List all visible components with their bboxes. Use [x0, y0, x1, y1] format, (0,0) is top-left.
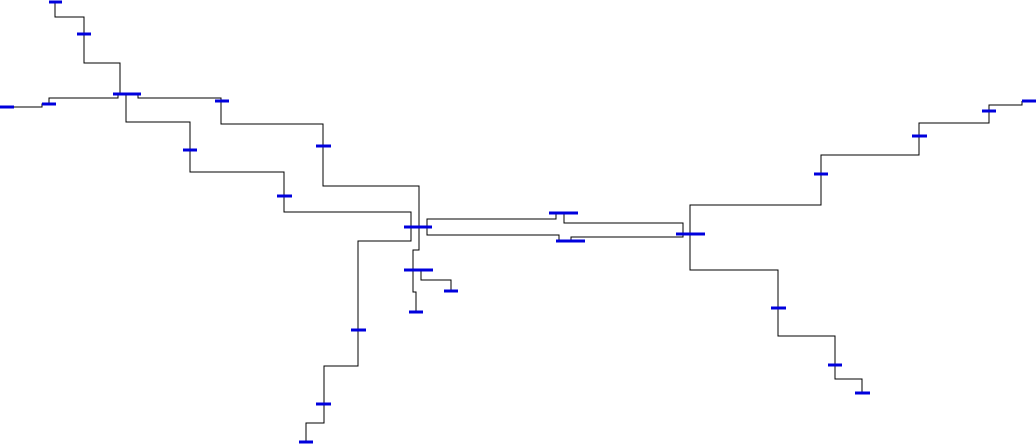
line-center-down-3: [420, 270, 452, 291]
line-lower-3: [305, 404, 325, 442]
line-lower-2: [323, 330, 359, 404]
line-down-1: [189, 150, 285, 196]
line-center-down-2: [412, 270, 417, 312]
line-center-east-3: [563, 213, 684, 234]
line-down-2: [283, 196, 412, 227]
line-right-up-2: [820, 136, 920, 174]
line-right-up-3: [918, 111, 990, 136]
line-hub-right: [137, 94, 222, 101]
line-right-up-1: [689, 174, 822, 234]
line-top-2: [83, 34, 121, 94]
line-center-east-1: [426, 213, 557, 227]
line-right-down-1: [689, 234, 779, 308]
line-right-down-2: [777, 308, 836, 365]
line-right-up-4: [988, 101, 1023, 111]
line-top-1: [54, 2, 85, 34]
line-center-east-4: [570, 234, 684, 241]
connection-lines: [7, 2, 1023, 442]
line-left-2: [48, 94, 119, 104]
line-center-down: [412, 227, 420, 270]
line-center-east-2: [426, 227, 560, 241]
line-mid-2: [322, 146, 420, 227]
line-mid-1: [220, 101, 324, 146]
line-lower-1: [357, 227, 412, 330]
line-hub-down: [125, 94, 191, 150]
line-right-down-3: [834, 365, 863, 393]
